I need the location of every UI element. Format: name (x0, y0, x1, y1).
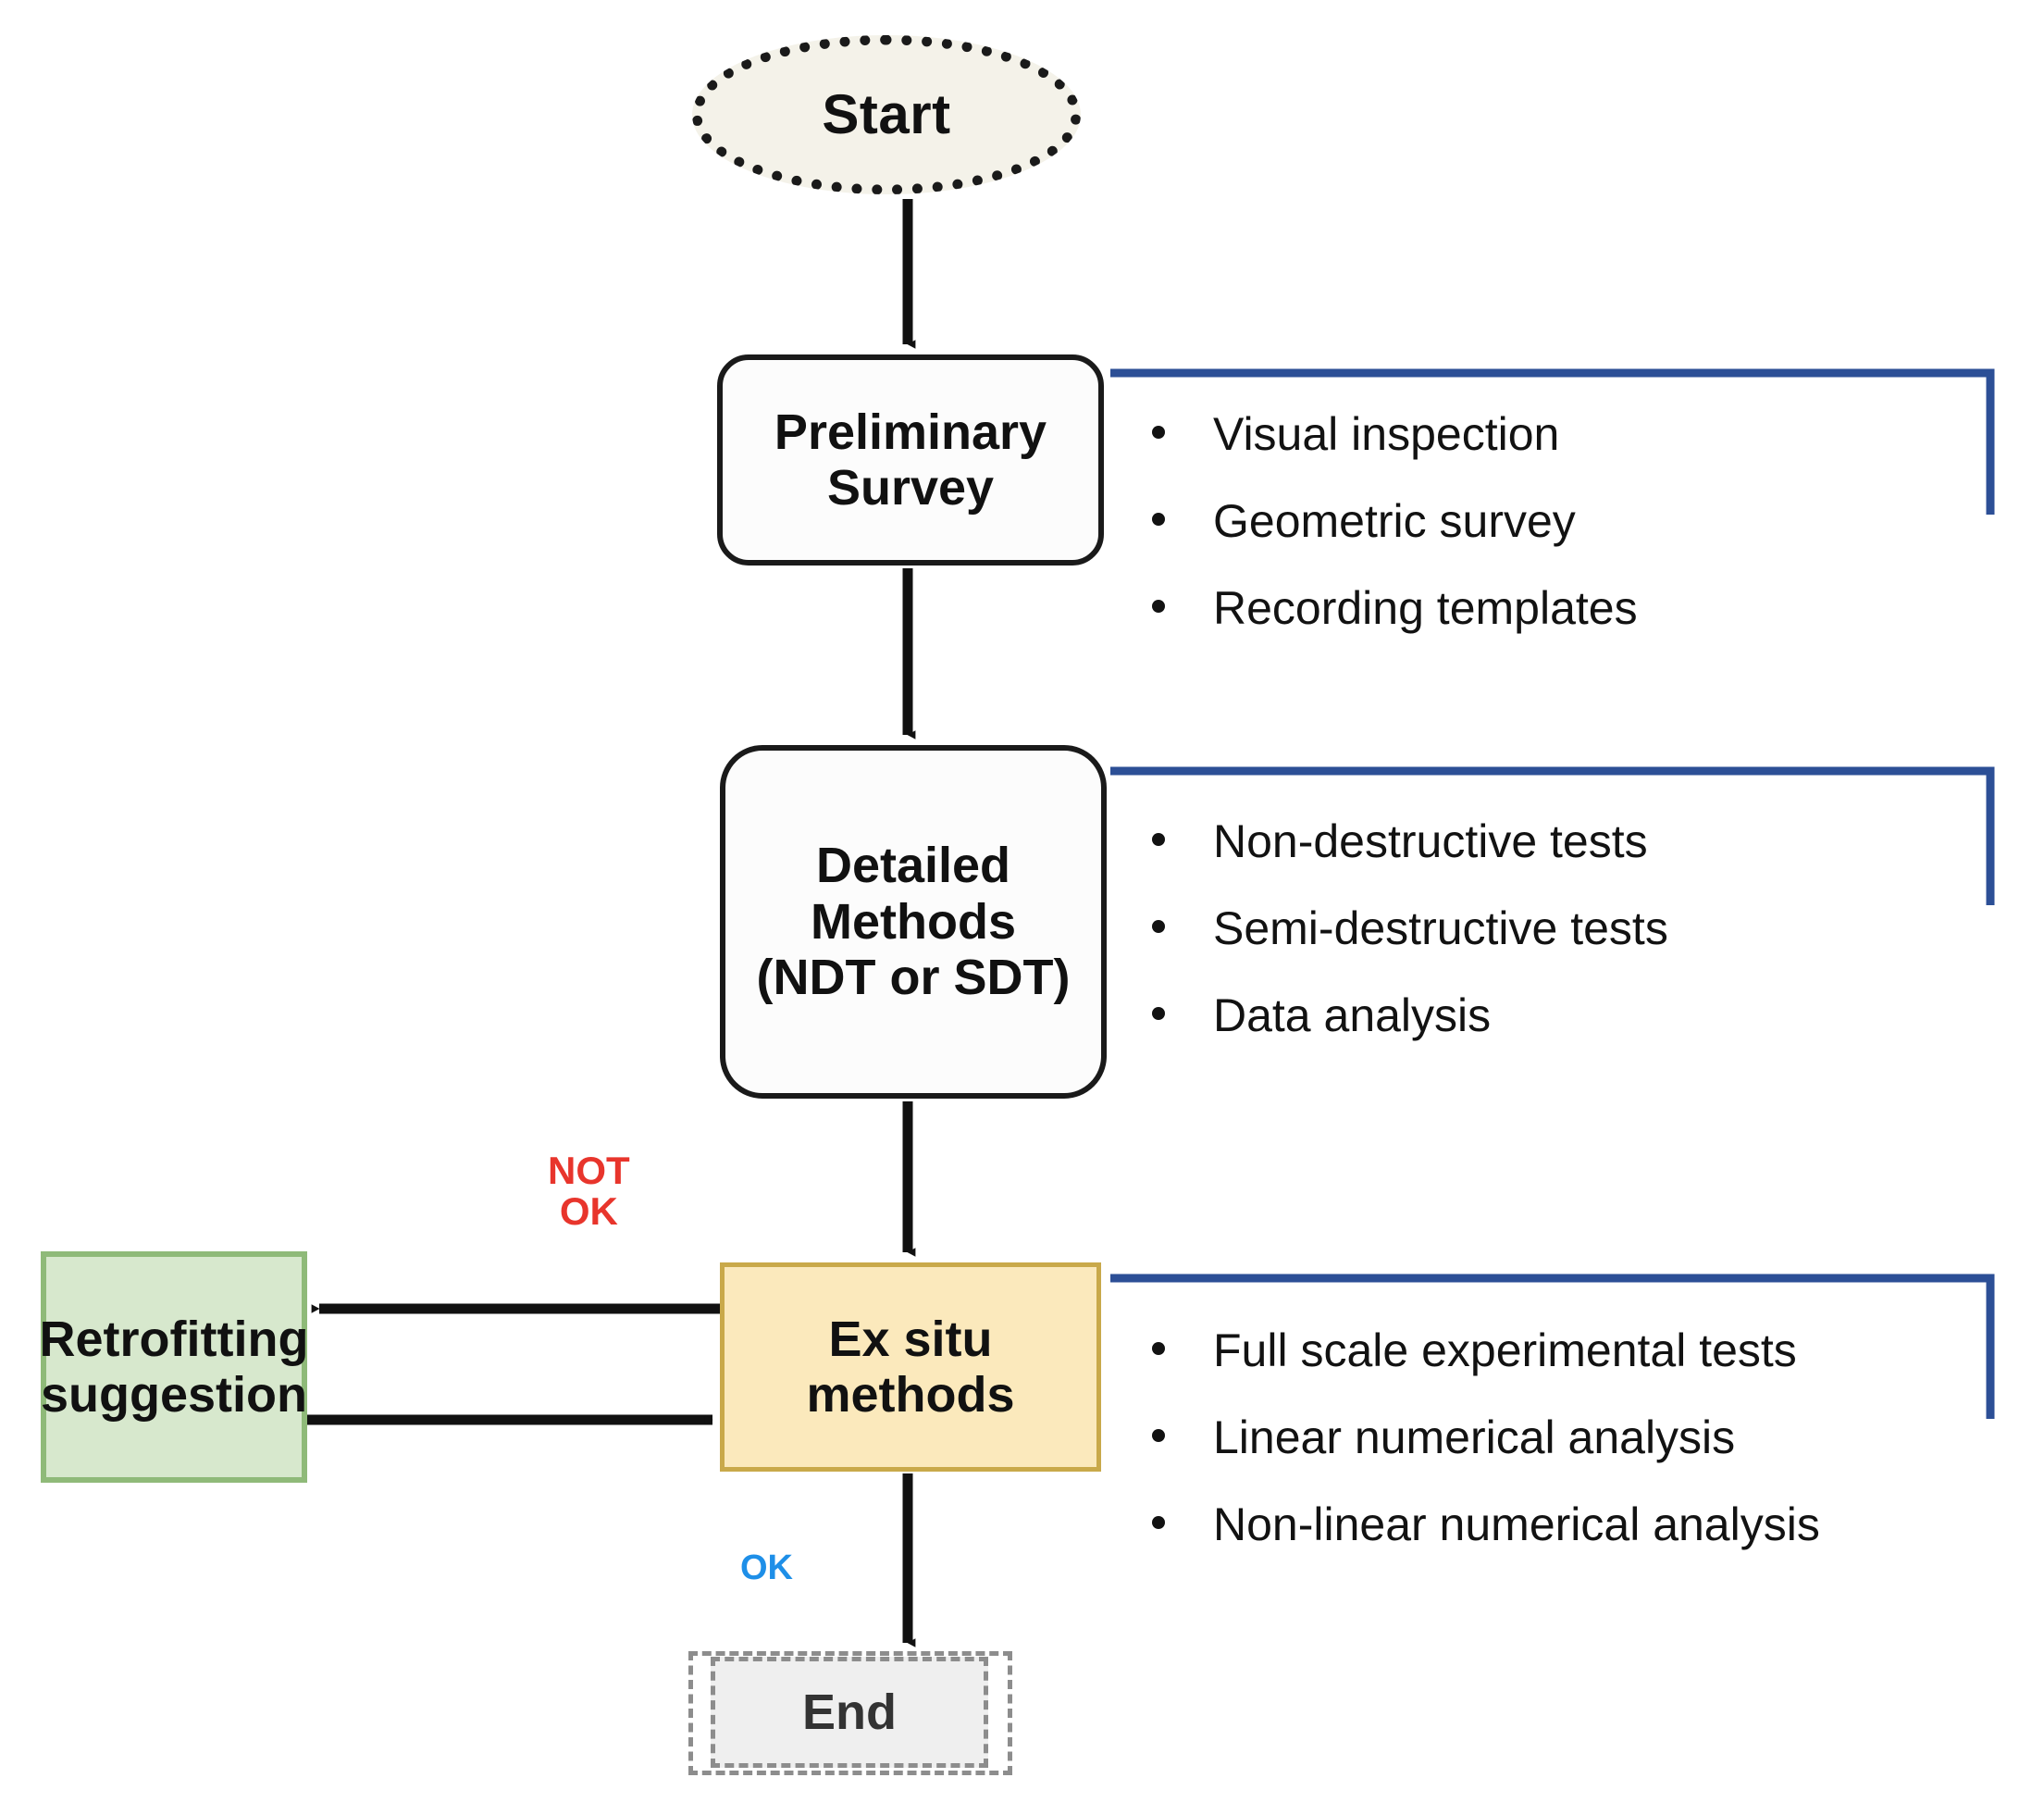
node-end-label: End (802, 1684, 897, 1740)
list-item: Semi-destructive tests (1152, 901, 1668, 955)
bullet-text: Geometric survey (1213, 495, 1576, 547)
node-detailed-methods-line-1: Detailed (815, 838, 1011, 894)
node-preliminary-survey-line-1: Preliminary (774, 404, 1047, 460)
node-start[interactable]: Start (692, 35, 1081, 194)
list-item: Recording templates (1152, 581, 1638, 635)
list-item: Full scale experimental tests (1152, 1324, 1820, 1377)
bullet-dot-icon (1152, 1007, 1165, 1020)
list-item: Data analysis (1152, 988, 1668, 1042)
bullet-dot-icon (1152, 513, 1165, 526)
node-start-label: Start (822, 83, 951, 146)
bullet-text: Non-linear numerical analysis (1213, 1498, 1820, 1550)
list-item: Visual inspection (1152, 407, 1638, 461)
node-ex-situ-methods[interactable]: Ex situ methods (720, 1262, 1101, 1472)
bullet-dot-icon (1152, 920, 1165, 933)
bullet-text: Visual inspection (1213, 408, 1560, 460)
list-item: Linear numerical analysis (1152, 1411, 1820, 1464)
node-preliminary-survey[interactable]: Preliminary Survey (717, 354, 1104, 566)
node-retrofitting-suggestion-line-2: suggestion (40, 1367, 307, 1423)
edge-label-not-ok-line-2: OK (559, 1189, 618, 1234)
bullet-text: Recording templates (1213, 582, 1638, 634)
node-end[interactable]: End (711, 1657, 988, 1768)
bullet-dot-icon (1152, 600, 1165, 613)
node-detailed-methods-line-2: Methods (810, 893, 1016, 950)
bullet-dot-icon (1152, 1342, 1165, 1355)
list-item: Non-linear numerical analysis (1152, 1498, 1820, 1551)
node-ex-situ-methods-line-2: methods (806, 1367, 1015, 1423)
edge-label-ok-text: OK (740, 1548, 793, 1587)
bullet-dot-icon (1152, 1516, 1165, 1529)
node-ex-situ-methods-line-1: Ex situ (828, 1311, 993, 1367)
node-detailed-methods-line-3: (NDT or SDT) (756, 950, 1071, 1006)
bullet-dot-icon (1152, 833, 1165, 846)
edge-label-not-ok: NOT OK (548, 1150, 630, 1232)
node-retrofitting-suggestion[interactable]: Retrofitting suggestion (39, 1251, 309, 1483)
edge-label-ok: OK (740, 1548, 793, 1587)
bullet-text: Non-destructive tests (1213, 815, 1648, 867)
list-item: Non-destructive tests (1152, 814, 1668, 868)
bullet-text: Data analysis (1213, 989, 1492, 1041)
edge-label-not-ok-line-1: NOT (548, 1149, 630, 1192)
list-item: Geometric survey (1152, 494, 1638, 548)
node-detailed-methods[interactable]: Detailed Methods (NDT or SDT) (720, 745, 1107, 1099)
node-retrofitting-suggestion-line-1: Retrofitting (39, 1311, 309, 1367)
node-end-outer-frame (688, 1651, 1012, 1775)
bullet-list-detailed-methods: Non-destructive tests Semi-destructive t… (1152, 814, 1668, 1075)
bullet-list-ex-situ-methods: Full scale experimental tests Linear num… (1152, 1324, 1820, 1585)
bullet-dot-icon (1152, 1429, 1165, 1442)
bullet-dot-icon (1152, 426, 1165, 439)
bullet-text: Linear numerical analysis (1213, 1411, 1736, 1463)
bullet-text: Full scale experimental tests (1213, 1324, 1797, 1376)
bullet-text: Semi-destructive tests (1213, 902, 1668, 954)
node-preliminary-survey-line-2: Survey (826, 460, 995, 516)
bullet-list-preliminary-survey: Visual inspection Geometric survey Recor… (1152, 407, 1638, 668)
